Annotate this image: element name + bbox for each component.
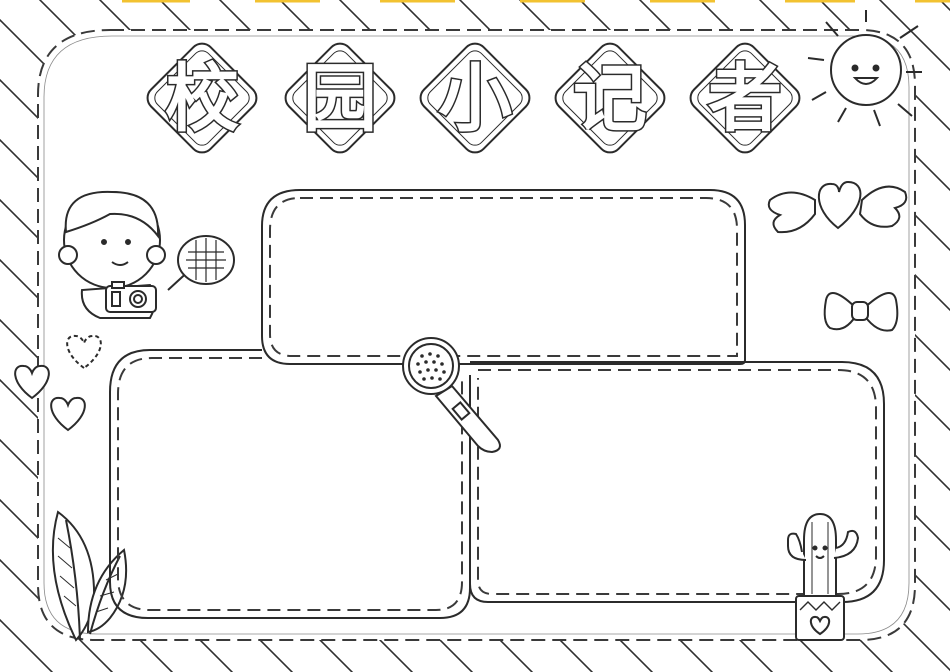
title-tile-5: [689, 42, 801, 154]
title-char-4: 记: [573, 56, 647, 142]
title-char-5: 者: [708, 56, 782, 142]
bow-icon: [823, 291, 899, 332]
upper-frame: [261, 189, 746, 365]
lower-left-frame: [109, 349, 471, 619]
winged-heart-icon: [767, 180, 908, 234]
camera-icon: [105, 281, 157, 313]
title-tile-3: [419, 42, 531, 154]
title-char-1: 校: [165, 56, 239, 142]
microphone-icon: [402, 337, 501, 454]
title-tiles: [146, 42, 801, 154]
cactus-icon: [787, 512, 860, 641]
lower-right-frame: [469, 361, 885, 603]
page-title: 校 园 小 记 者: [164, 55, 784, 144]
page-panel-inner-line: [43, 35, 910, 635]
title-char-2: 园: [303, 56, 377, 142]
title-char-3: 小: [438, 56, 512, 142]
heart-icon: [14, 334, 102, 432]
title-tile-1: [146, 42, 258, 154]
title-tile-4: [554, 42, 666, 154]
page-panel: [37, 29, 916, 641]
leaf-icon: [51, 510, 128, 642]
title-tile-2: [284, 42, 396, 154]
sun-icon: [807, 10, 922, 127]
